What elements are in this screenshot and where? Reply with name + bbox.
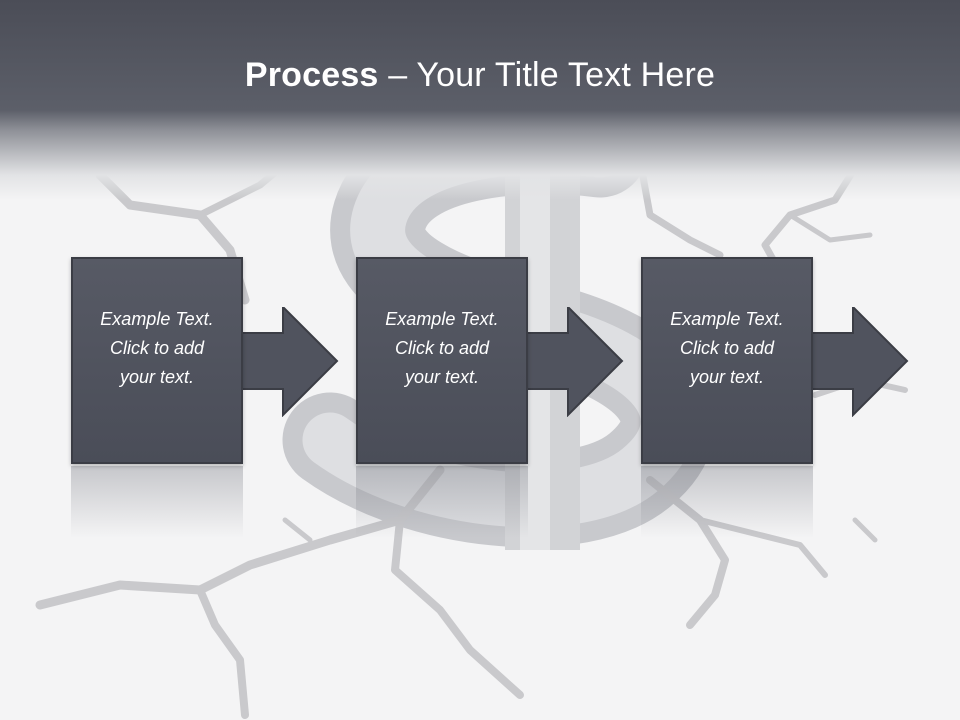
right-arrow-icon [241, 307, 339, 417]
step-text[interactable]: Example Text. Click to add your text. [670, 309, 784, 387]
page-title[interactable]: Process – Your Title Text Here [0, 54, 960, 96]
step-box[interactable]: Example Text. Click to add your text. [71, 257, 243, 464]
right-arrow-icon [811, 307, 909, 417]
step-reflection [71, 466, 243, 538]
step-box[interactable]: Example Text. Click to add your text. [356, 257, 528, 464]
title-bold: Process [244, 56, 379, 94]
step-reflection [641, 466, 813, 538]
step-reflection [356, 466, 528, 538]
step-text[interactable]: Example Text. Click to add your text. [385, 309, 499, 387]
process-step-1: Example Text. Click to add your text. [71, 257, 361, 547]
title-rest: – Your Title Text Here [378, 56, 716, 94]
step-box[interactable]: Example Text. Click to add your text. [641, 257, 813, 464]
step-text[interactable]: Example Text. Click to add your text. [100, 309, 214, 387]
right-arrow-icon [526, 307, 624, 417]
title-bar [0, 0, 960, 200]
process-step-2: Example Text. Click to add your text. [356, 257, 646, 547]
process-step-3: Example Text. Click to add your text. [641, 257, 931, 547]
